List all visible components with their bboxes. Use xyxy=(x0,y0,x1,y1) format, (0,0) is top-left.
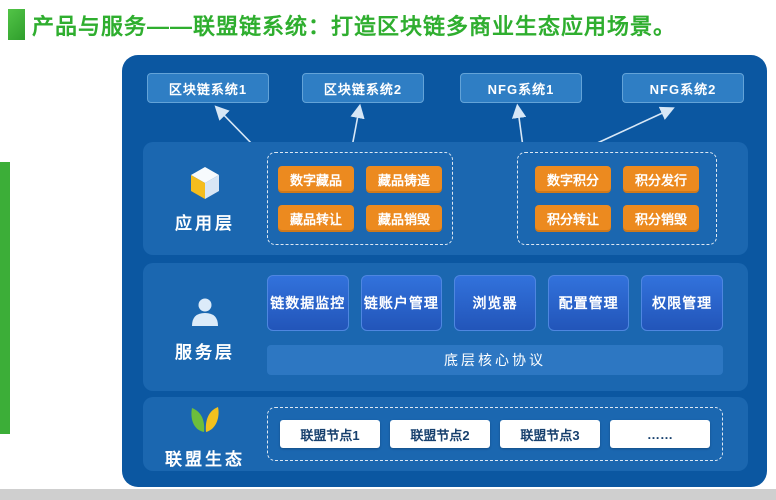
ecosystem-layer-side: 联盟生态 xyxy=(153,397,257,471)
title-accent-bar xyxy=(8,9,25,40)
core-protocol-bar: 底层核心协议 xyxy=(267,345,723,375)
system-box-blockchain-2: 区块链系统2 xyxy=(302,73,424,103)
node-box-3: 联盟节点3 xyxy=(500,420,600,448)
system-box-blockchain-1: 区块链系统1 xyxy=(147,73,269,103)
arrow-to-system-4 xyxy=(592,106,675,146)
app-chip: 数字积分 xyxy=(535,165,611,193)
service-box-chain-monitor: 链数据监控 xyxy=(267,275,349,331)
architecture-diagram: 区块链系统1 区块链系统2 NFG系统1 NFG系统2 xyxy=(122,55,767,487)
node-box-more: …… xyxy=(610,420,710,448)
system-box-nfg-2: NFG系统2 xyxy=(622,73,744,103)
app-chip: 藏品销毁 xyxy=(366,204,442,232)
service-box-account-mgmt: 链账户管理 xyxy=(360,275,443,331)
app-chip: 积分销毁 xyxy=(623,204,699,232)
service-layer-side: 服务层 xyxy=(153,263,257,391)
application-layer-label: 应用层 xyxy=(175,214,235,233)
service-box-config-mgmt: 配置管理 xyxy=(547,275,630,331)
service-layer-label: 服务层 xyxy=(175,342,235,362)
node-box-2: 联盟节点2 xyxy=(390,420,490,448)
ecosystem-layer-label: 联盟生态 xyxy=(165,449,245,469)
points-group: 数字积分 积分发行 积分转让 积分销毁 xyxy=(517,152,717,245)
ecosystem-layer: 联盟生态 联盟节点1 联盟节点2 联盟节点3 …… xyxy=(143,397,748,471)
leaf-icon xyxy=(185,399,225,439)
user-icon xyxy=(185,292,225,332)
app-chip: 藏品转让 xyxy=(278,204,354,232)
collectible-group: 数字藏品 藏品铸造 藏品转让 藏品销毁 xyxy=(267,152,453,245)
alliance-node-group: 联盟节点1 联盟节点2 联盟节点3 …… xyxy=(267,407,723,461)
application-layer-side: 应用层 xyxy=(153,142,257,255)
bottom-edge-strip xyxy=(0,489,776,500)
left-accent-bar xyxy=(0,162,10,434)
service-box-permission-mgmt: 权限管理 xyxy=(641,275,723,331)
app-chip: 积分转让 xyxy=(535,204,611,232)
system-box-nfg-1: NFG系统1 xyxy=(460,73,582,103)
service-box-browser: 浏览器 xyxy=(454,275,536,331)
cube-icon xyxy=(185,163,225,203)
service-button-row: 链数据监控 链账户管理 浏览器 配置管理 权限管理 xyxy=(267,275,723,331)
app-chip: 积分发行 xyxy=(623,165,699,193)
app-chip: 数字藏品 xyxy=(278,165,354,193)
app-chip: 藏品铸造 xyxy=(366,165,442,193)
page-title: 产品与服务——联盟链系统：打造区块链多商业生态应用场景。 xyxy=(32,14,677,39)
application-layer: 应用层 数字藏品 藏品铸造 藏品转让 藏品销毁 数字积分 积分发行 积分转让 积… xyxy=(143,142,748,255)
service-layer: 服务层 链数据监控 链账户管理 浏览器 配置管理 权限管理 底层核心协议 xyxy=(143,263,748,391)
node-box-1: 联盟节点1 xyxy=(280,420,380,448)
